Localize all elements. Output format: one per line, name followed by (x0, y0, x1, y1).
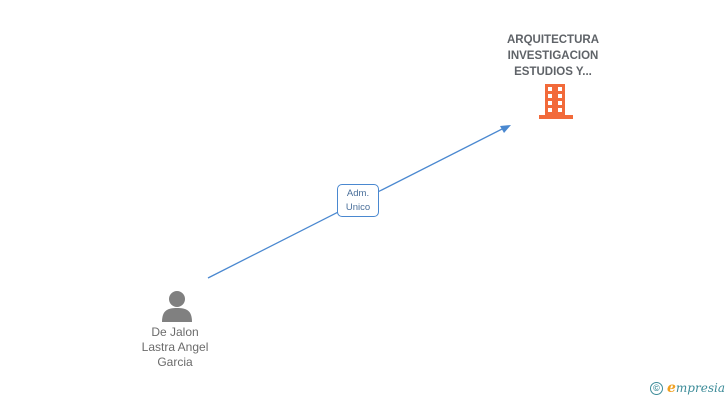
company-name[interactable]: ARQUITECTURA INVESTIGACION ESTUDIOS Y... (478, 32, 628, 80)
brand-rest: mpresia (675, 381, 725, 395)
person-name-line: De Jalon (151, 325, 199, 339)
copyright-icon: © (650, 381, 663, 395)
person-name-line: Lastra Angel (141, 340, 209, 354)
role-label-line: Unico (345, 202, 371, 213)
company-name-line: ARQUITECTURA (507, 34, 599, 46)
arrow-head (500, 125, 511, 133)
empresia-watermark: © empresia (650, 379, 725, 397)
building-icon[interactable] (539, 83, 573, 119)
company-name-line: INVESTIGACION (507, 50, 599, 62)
brand-initial: e (667, 380, 676, 396)
company-name-line: ESTUDIOS Y... (514, 66, 592, 78)
brand-logo: empresia (667, 380, 725, 396)
person-name-line: Garcia (157, 355, 193, 369)
person-name[interactable]: De Jalon Lastra Angel Garcia (110, 325, 240, 370)
person-icon[interactable] (160, 290, 194, 322)
role-badge[interactable]: Adm. Unico (337, 184, 379, 217)
role-label-line: Adm. (346, 188, 370, 199)
